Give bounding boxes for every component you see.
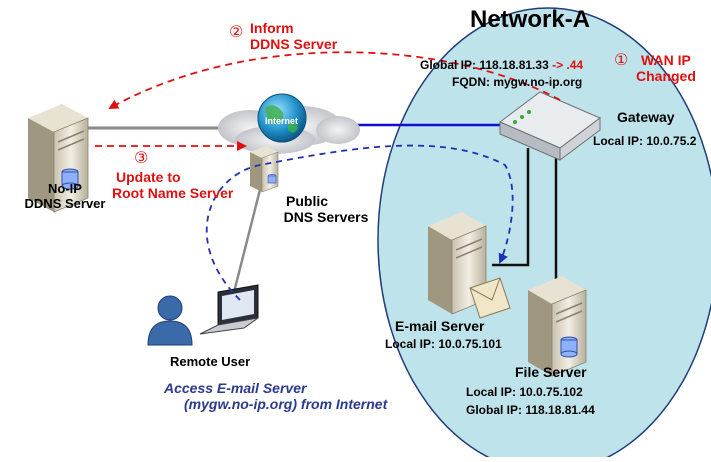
file-global-ip: Global IP: 118.18.81.44 [466,403,595,417]
file-server-icon [528,276,587,377]
step3-number: ③ [134,150,149,167]
fqdn-label: FQDN: mygw.no-ip.org [452,75,583,89]
email-server-label: E-mail Server [395,318,485,334]
access-email-path [205,144,514,301]
file-local-ip: Local IP: 10.0.75.102 [466,385,583,399]
gateway-label: Gateway [617,109,675,125]
step2-number: ② [229,24,244,41]
global-ip-label: Global IP: 118.18.81.33 -> .44 [420,58,584,73]
email-local-ip: Local IP: 10.0.75.101 [385,337,502,351]
public-dns-server-icon [250,146,279,193]
internet-label: Internet [265,116,299,126]
access-caption: Access E-mail Server(mygw.no-ip.org) fro… [164,380,388,413]
gateway-router-icon [499,91,601,161]
network-a-area [377,7,711,462]
remote-user-label: Remote User [170,354,251,369]
gateway-local-ip: Local IP: 10.0.75.2 [593,134,697,148]
remote-user-icon [147,295,193,346]
gateway-to-email-link [492,148,530,267]
globe-icon [257,93,307,143]
envelope-icon [469,277,511,319]
file-server-label: File Server [515,364,587,380]
global-ip-value: Global IP: 118.18.81.33 [420,58,549,72]
dns-to-user-link [230,169,267,301]
inform-ddns-arrow [108,51,561,109]
network-title: Network-A [470,6,591,33]
laptop-icon [199,284,259,335]
global-ip-change: -> .44 [548,58,584,72]
ddns-server-icon [28,104,89,213]
step1-number: ① [614,52,629,69]
